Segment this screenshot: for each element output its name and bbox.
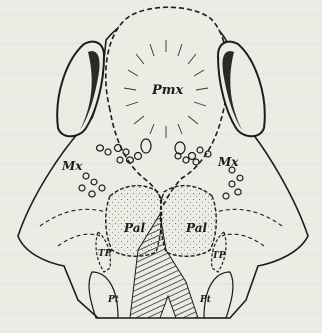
label-pterygoid-right: Pt [199,295,212,305]
label-transpalatine-left: TP [98,249,112,259]
premaxilla-outline [106,7,228,204]
label-maxilla-left: Mx [61,159,83,173]
label-palatine-left: Pal [123,221,145,235]
label-palatine-right: Pal [185,221,207,235]
label-premaxilla: Pmx [151,83,184,98]
label-pterygoid-left: Pt [107,295,120,305]
label-maxilla-right: Mx [217,155,239,169]
label-transpalatine-right: TP [212,251,226,261]
